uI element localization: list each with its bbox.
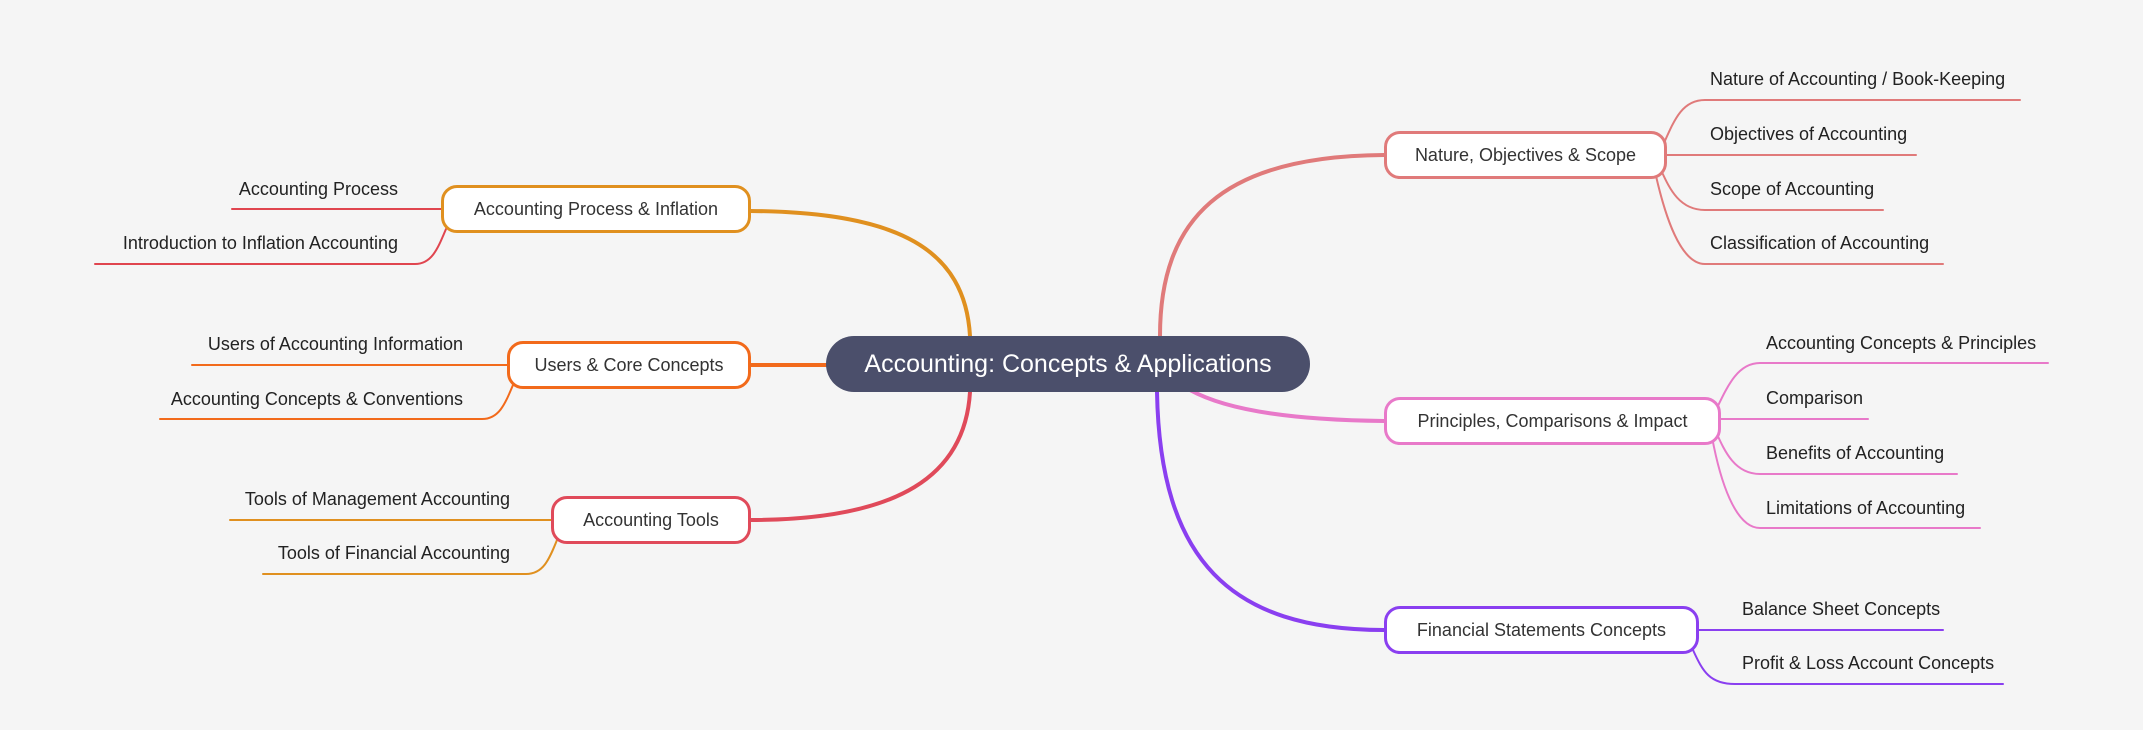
branch-label: Nature, Objectives & Scope — [1414, 144, 1637, 165]
leaf-profit-loss-account-concepts[interactable]: Profit & Loss Account Concepts — [1742, 653, 1995, 673]
branch-label: Users & Core Concepts — [534, 354, 724, 375]
leaf-scope-of-accounting[interactable]: Scope of Accounting — [1710, 179, 1875, 199]
root-node[interactable]: Accounting: Concepts & Applications — [826, 336, 1310, 392]
branch-principles-comparisons-impact[interactable]: Principles, Comparisons & Impact — [1384, 397, 1721, 445]
branch-label: Accounting Tools — [583, 509, 719, 530]
branch-nature-objectives-scope[interactable]: Nature, Objectives & Scope — [1384, 131, 1667, 179]
leaf-classification-of-accounting[interactable]: Classification of Accounting — [1710, 233, 1930, 253]
leaf-limitations-of-accounting[interactable]: Limitations of Accounting — [1766, 498, 1966, 518]
branch-label: Accounting Process & Inflation — [473, 198, 719, 219]
link-root-process — [748, 209, 972, 338]
root-label: Accounting: Concepts & Applications — [864, 349, 1272, 378]
branch-users-core-concepts[interactable]: Users & Core Concepts — [507, 341, 751, 389]
leaf-accounting-concepts-principles[interactable]: Accounting Concepts & Principles — [1766, 333, 2037, 353]
link-root-financial — [1155, 390, 1386, 632]
leaf-comparison[interactable]: Comparison — [1766, 388, 1864, 408]
leaf-accounting-process[interactable]: Accounting Process — [238, 179, 398, 199]
leaf-nature-of-accounting[interactable]: Nature of Accounting / Book-Keeping — [1710, 69, 2006, 89]
leaf-accounting-concepts-conventions[interactable]: Accounting Concepts & Conventions — [170, 389, 463, 409]
leaf-tools-of-financial-accounting[interactable]: Tools of Financial Accounting — [277, 543, 510, 563]
branch-label: Financial Statements Concepts — [1416, 619, 1667, 640]
leaf-introduction-to-inflation-accounting[interactable]: Introduction to Inflation Accounting — [122, 233, 398, 253]
branch-financial-statements-concepts[interactable]: Financial Statements Concepts — [1384, 606, 1699, 654]
leaf-tools-of-management-accounting[interactable]: Tools of Management Accounting — [244, 489, 510, 509]
leaf-objectives-of-accounting[interactable]: Objectives of Accounting — [1710, 124, 1908, 144]
leaf-benefits-of-accounting[interactable]: Benefits of Accounting — [1766, 443, 1945, 463]
link-root-nature — [1158, 153, 1386, 338]
leaf-balance-sheet-concepts[interactable]: Balance Sheet Concepts — [1742, 599, 1941, 619]
link-root-tools — [748, 390, 972, 522]
link-root-principles — [1188, 388, 1386, 423]
leaf-users-of-accounting-information[interactable]: Users of Accounting Information — [207, 334, 463, 354]
branch-accounting-tools[interactable]: Accounting Tools — [551, 496, 751, 544]
branch-accounting-process-inflation[interactable]: Accounting Process & Inflation — [441, 185, 751, 233]
branch-label: Principles, Comparisons & Impact — [1417, 410, 1688, 431]
